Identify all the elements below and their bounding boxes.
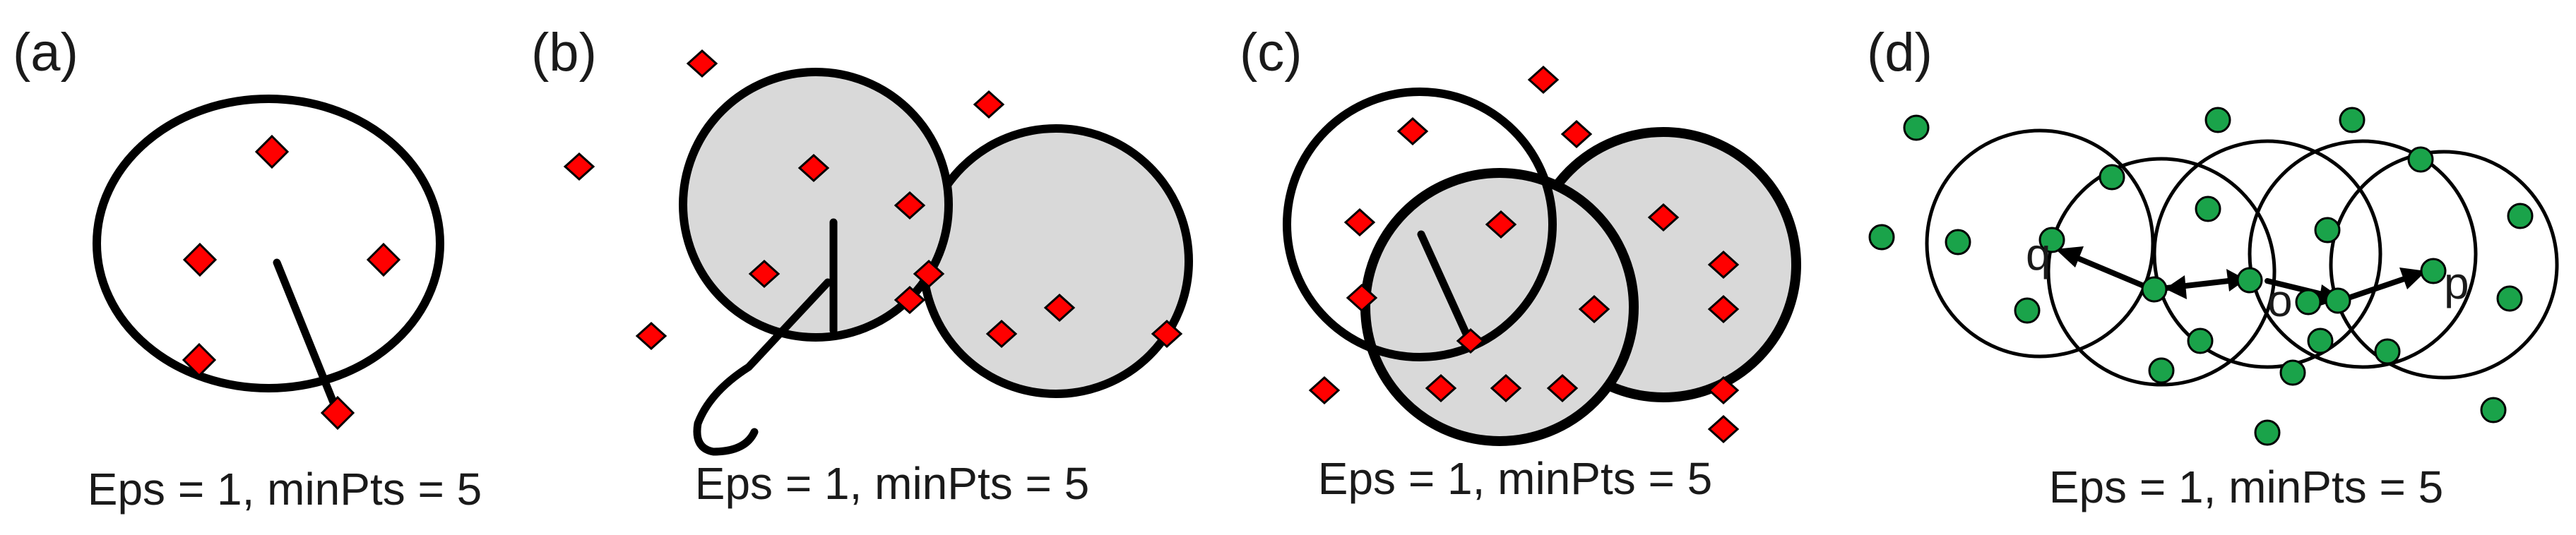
point-p	[2420, 258, 2447, 284]
point	[1396, 116, 1429, 146]
point-o	[2295, 289, 2322, 315]
point	[1707, 250, 1740, 279]
arrowhead-to-p	[2399, 268, 2426, 289]
point	[2339, 107, 2366, 133]
eps-radius-line	[273, 258, 342, 417]
point	[1425, 373, 1457, 403]
noise-point	[973, 90, 1005, 119]
points	[563, 49, 1183, 351]
boundary-point	[320, 395, 355, 431]
arrowhead	[2226, 269, 2246, 291]
point	[2141, 276, 2168, 303]
point	[2374, 338, 2401, 365]
noise-point	[1308, 375, 1341, 405]
hook-stroke	[693, 278, 832, 456]
point	[748, 259, 780, 289]
point	[1043, 293, 1076, 323]
point	[2236, 267, 2263, 294]
point	[2325, 287, 2351, 314]
eps-radius-line	[1417, 230, 1473, 344]
highlighted-point	[1456, 327, 1485, 354]
point	[1346, 283, 1378, 313]
eps-circle	[2152, 139, 2382, 369]
points	[1308, 65, 1740, 444]
arrow-line	[2070, 253, 2151, 291]
panel-label-c: (c)	[1240, 23, 1302, 83]
point	[2480, 397, 2507, 423]
points	[182, 134, 401, 431]
point	[985, 319, 1018, 349]
point-q	[2038, 227, 2065, 253]
point	[2314, 217, 2341, 244]
point	[2187, 327, 2214, 354]
panel-label-a: (a)	[13, 23, 78, 83]
noise-point	[563, 152, 595, 181]
eps-circles	[1925, 128, 2559, 387]
caption-a: Eps = 1, minPts = 5	[88, 464, 482, 515]
point	[2307, 327, 2334, 354]
point	[1485, 210, 1517, 239]
caption-d: Eps = 1, minPts = 5	[2049, 462, 2444, 512]
point	[894, 285, 926, 315]
point	[2014, 297, 2041, 324]
label-p: p	[2444, 258, 2469, 308]
arrowhead-to-q	[2055, 246, 2084, 268]
noise-point	[1151, 319, 1183, 349]
noise-point	[1527, 65, 1560, 95]
panel-c: (c) Eps = 1, minPts = 5	[1240, 23, 1801, 504]
panel-label-d: (d)	[1867, 23, 1933, 83]
eps-circle	[2329, 150, 2559, 380]
point	[1903, 114, 1930, 141]
eps-circle-shaded	[919, 124, 1193, 398]
panel-b: (b) Eps = 1, minPts = 5	[531, 23, 1193, 509]
point	[2496, 285, 2523, 312]
point	[2204, 107, 2231, 133]
core-neighbor-point	[366, 242, 401, 277]
caption-b: Eps = 1, minPts = 5	[695, 458, 1090, 509]
point	[894, 191, 926, 220]
eps-circle	[2248, 139, 2478, 369]
point	[1578, 294, 1610, 324]
label-q: q	[2026, 229, 2051, 279]
core-neighbor-point	[182, 242, 218, 277]
caption-c: Eps = 1, minPts = 5	[1318, 453, 1713, 504]
panel-d: (d)	[1867, 23, 2559, 512]
core-neighbor-point	[254, 134, 290, 169]
panel-a: (a) Eps = 1, minPts = 5	[13, 23, 482, 515]
point	[2507, 203, 2534, 229]
eps-circle	[1283, 88, 1557, 361]
point	[1868, 224, 1895, 251]
panel-label-b: (b)	[531, 23, 597, 83]
point	[797, 153, 830, 183]
points	[1868, 107, 2534, 446]
eps-circle	[2046, 157, 2277, 387]
point	[913, 259, 945, 289]
label-o: o	[2267, 275, 2293, 326]
point	[2148, 357, 2175, 384]
point	[2254, 419, 2281, 446]
arrowhead	[2165, 275, 2187, 299]
noise-point	[1707, 414, 1740, 444]
point	[1707, 375, 1740, 405]
point	[1490, 373, 1522, 403]
eps-neighborhood-circle	[93, 95, 444, 392]
point	[1945, 229, 1971, 256]
point	[1647, 203, 1680, 232]
point	[2195, 196, 2221, 222]
noise-point	[635, 321, 667, 351]
point	[1343, 208, 1376, 237]
point	[2279, 359, 2306, 386]
core-neighbor-point	[182, 342, 217, 378]
eps-circle	[1925, 128, 2155, 359]
eps-circle-shaded	[679, 68, 953, 342]
point	[1546, 373, 1579, 403]
noise-point	[686, 49, 718, 78]
point	[1707, 294, 1740, 324]
point	[2099, 164, 2125, 191]
arrow-line	[2346, 275, 2411, 301]
point	[1560, 119, 1593, 149]
point	[2407, 146, 2434, 173]
